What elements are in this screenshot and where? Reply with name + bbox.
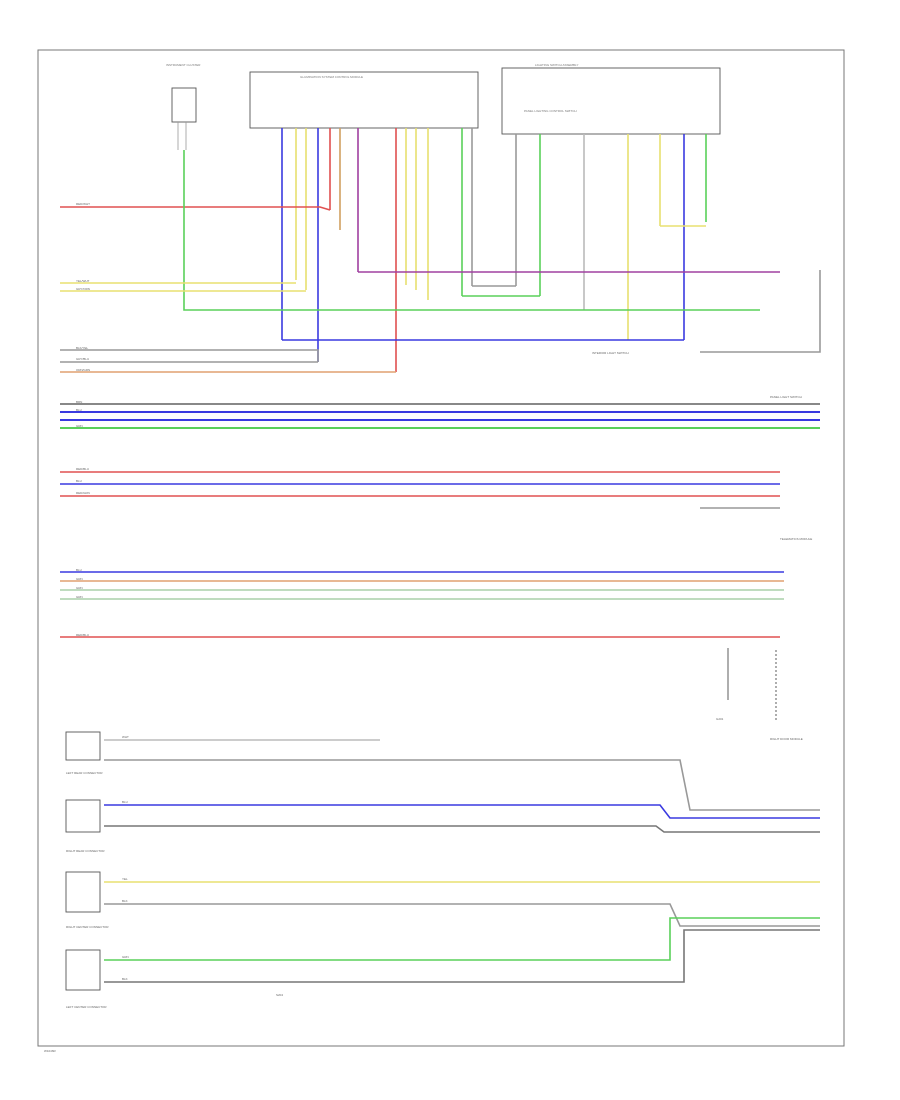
wire-label: RED/GRN bbox=[76, 491, 90, 495]
wire-label: BLU bbox=[76, 479, 82, 483]
ground-label: G201 bbox=[716, 717, 724, 721]
wire-label: BLK bbox=[122, 899, 128, 903]
interior-light-switch-label: INTERIOR LIGHT SWITCH bbox=[592, 351, 629, 355]
wire-label: GRN bbox=[76, 424, 83, 428]
control-module-box bbox=[249, 71, 479, 129]
telematics-label: TELEMATICS MODULE bbox=[780, 537, 812, 541]
bottom-wiring bbox=[104, 739, 820, 983]
instrument-cluster: INSTRUMENT CLUSTER bbox=[166, 63, 201, 150]
lower-harness bbox=[60, 571, 784, 720]
wire-label: GRN bbox=[76, 595, 83, 599]
right-module-label: RIGHT DOOR MODULE bbox=[770, 737, 803, 741]
wire-label: WHT bbox=[122, 735, 129, 739]
connectors bbox=[65, 731, 101, 991]
panel-light-switch-label: PANEL LIGHT SWITCH bbox=[770, 395, 802, 399]
wire-label: RED/WHT bbox=[76, 202, 90, 206]
diagram-frame bbox=[37, 49, 845, 1047]
left-center-label: LEFT CENTER CONNECTOR bbox=[66, 1005, 107, 1009]
wire-label: ORN/GRN bbox=[76, 368, 90, 372]
upper-wire-labels: RED/WHT YEL/WHT GRY/ORN BLK/YEL GRY/BLU … bbox=[76, 202, 629, 372]
wire-label: BLK bbox=[122, 977, 128, 981]
wire-label: BLU bbox=[76, 568, 82, 572]
wire-label: BLK/YEL bbox=[76, 346, 89, 350]
switch-assembly-inner-label: PANEL LIGHTING CONTROL SWITCH bbox=[524, 109, 577, 113]
wire-label: RED/BLU bbox=[76, 467, 89, 471]
wire-label: RED/BLU bbox=[76, 633, 89, 637]
right-center-label: RIGHT CENTER CONNECTOR bbox=[66, 925, 109, 929]
footer-code: W1046R bbox=[44, 1049, 57, 1053]
wire-label: GRN bbox=[76, 577, 83, 581]
wire-label: BLU bbox=[76, 408, 82, 412]
left-rear-label: LEFT REAR CONNECTOR bbox=[66, 771, 103, 775]
telematics-group bbox=[60, 471, 780, 509]
switch-assembly: LIGHTING SWITCH ASSEMBLY PANEL LIGHTING … bbox=[501, 63, 721, 135]
switch-vertical-wires bbox=[515, 134, 707, 340]
wire-label: GRY/BLU bbox=[76, 357, 89, 361]
wire-label: BLU bbox=[122, 800, 128, 804]
wire-label: GRN bbox=[122, 955, 129, 959]
module-vertical-wires bbox=[281, 128, 473, 372]
main-bus bbox=[60, 403, 820, 429]
wire-label: BRN bbox=[76, 400, 82, 404]
control-module: ILLUMINATION SYSTEM CONTROL MODULE bbox=[249, 71, 479, 129]
wire-label: GRN bbox=[76, 586, 83, 590]
right-rear-label: RIGHT REAR CONNECTOR bbox=[66, 849, 105, 853]
switch-assembly-box bbox=[501, 67, 721, 135]
control-module-label: ILLUMINATION SYSTEM CONTROL MODULE bbox=[300, 75, 363, 79]
switch-assembly-label: LIGHTING SWITCH ASSEMBLY bbox=[535, 63, 578, 67]
instrument-cluster-label: INSTRUMENT CLUSTER bbox=[166, 63, 201, 67]
splice-label: S204 bbox=[276, 993, 283, 997]
wire-label: YEL/WHT bbox=[76, 279, 90, 283]
wire-label: YEL bbox=[122, 877, 128, 881]
upper-harness bbox=[60, 150, 821, 373]
wire-label: GRY/ORN bbox=[76, 287, 90, 291]
